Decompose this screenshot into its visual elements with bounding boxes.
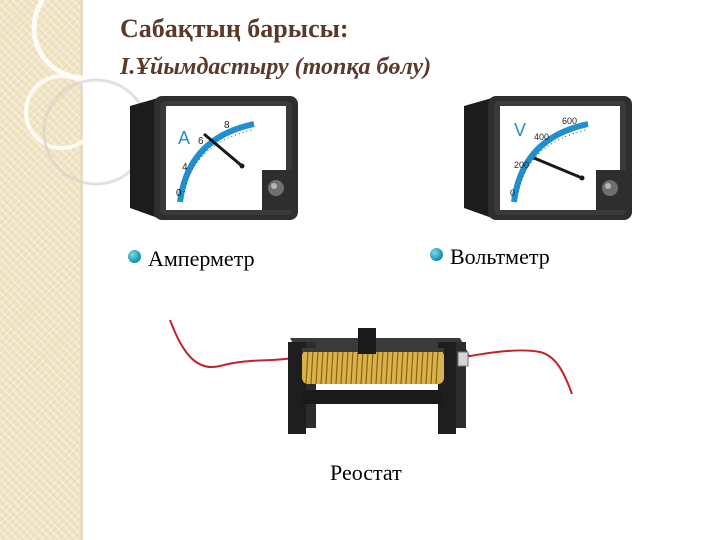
slide-title: Сабақтың барысы: <box>120 14 349 43</box>
slide-subtitle: I.Ұйымдастыру (топқа бөлу) <box>120 54 432 80</box>
voltmeter-symbol: V <box>514 120 526 140</box>
voltmeter-label: Вольтметр <box>450 244 550 269</box>
circle-bullet-icon <box>128 249 141 263</box>
ammeter-symbol: A <box>178 128 190 148</box>
side-divider <box>80 0 83 540</box>
voltmeter-list-item: Вольтметр <box>430 244 550 270</box>
circle-bullet-icon <box>430 247 443 261</box>
voltmeter-scale-400: 400 <box>534 132 549 142</box>
ammeter-scale-4: 4 <box>182 162 188 173</box>
voltmeter-scale-600: 600 <box>562 116 577 126</box>
voltmeter-scale-0: 0 <box>510 188 515 198</box>
ammeter-label: Амперметр <box>148 246 255 271</box>
ammeter-list-item: Амперметр <box>128 246 255 272</box>
ammeter-scale-0: 0 <box>176 188 182 199</box>
ammeter-scale-6: 6 <box>198 136 204 147</box>
ammeter-scale-8: 8 <box>224 120 230 131</box>
ammeter-image: A 0 4 6 8 <box>130 96 298 220</box>
rheostat-image <box>169 319 573 434</box>
voltmeter-scale-200: 200 <box>514 160 529 170</box>
rheostat-caption: Реостат <box>330 460 402 485</box>
voltmeter-image: V 0 200 400 600 <box>464 96 632 220</box>
